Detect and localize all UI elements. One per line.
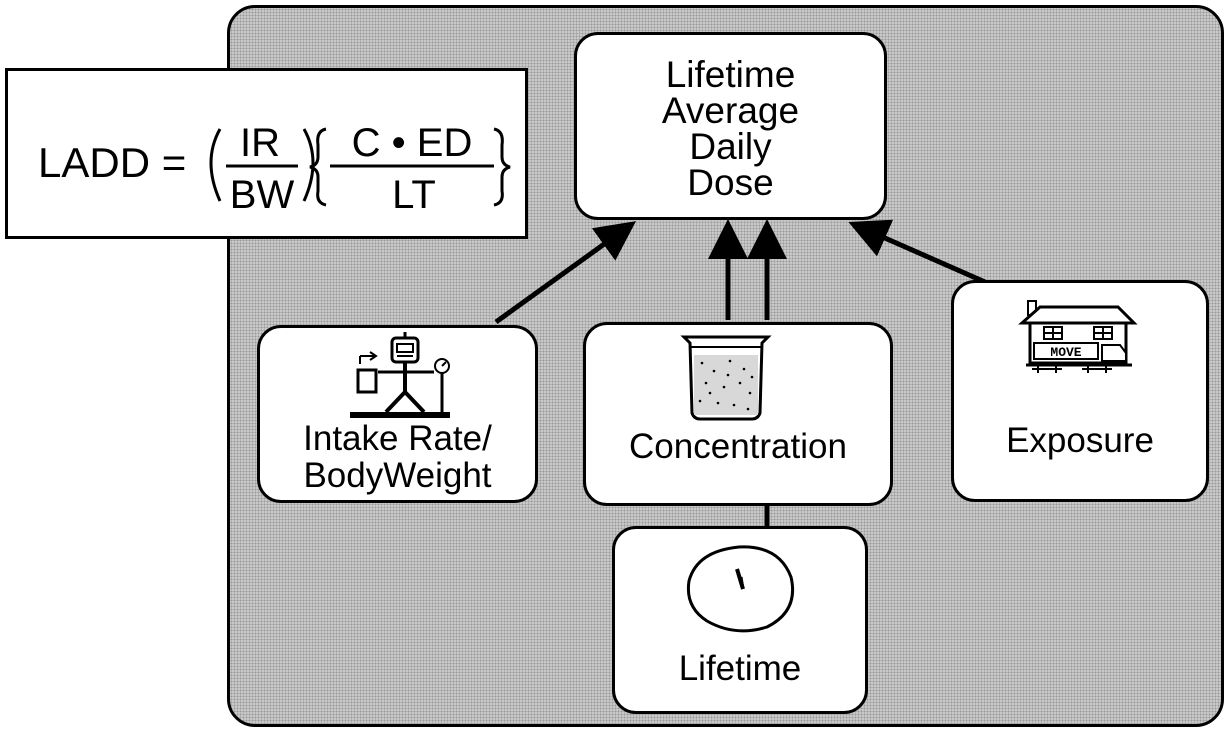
- formula: LADD = IR BW C • ED LT: [38, 121, 511, 217]
- node-label-exposure: Exposure: [1006, 421, 1154, 460]
- person-scale-icon: [350, 332, 450, 418]
- node-label-ladd: Lifetime Average Daily Dose: [661, 54, 800, 203]
- formula-frac2-num: C • ED: [352, 121, 473, 165]
- paren-left-1: [209, 128, 222, 202]
- formula-frac1-num: IR: [240, 121, 280, 165]
- formula-frac1-den: BW: [230, 173, 295, 217]
- clock-icon: [686, 545, 795, 633]
- formula-frac2-den: LT: [392, 173, 436, 217]
- move-sign-text: MOVE: [1050, 345, 1081, 360]
- node-intake-rate-bodyweight: Intake Rate/ BodyWeight: [257, 325, 538, 503]
- node-label-intake: Intake Rate/ BodyWeight: [303, 419, 492, 495]
- formula-lhs: LADD =: [38, 139, 186, 186]
- house-moving-icon: MOVE: [1018, 300, 1138, 373]
- node-lifetime: Lifetime: [612, 526, 868, 714]
- formula-box: LADD = IR BW C • ED LT: [5, 68, 528, 239]
- paren-right-1: [302, 128, 315, 202]
- arrow-exposure-to-ladd: [848, 219, 987, 285]
- brace-right-2: [493, 127, 511, 207]
- arrow-intake-to-ladd: [494, 221, 637, 325]
- node-label-lifetime: Lifetime: [678, 649, 802, 688]
- node-exposure: MOVE Exposure: [951, 280, 1209, 502]
- brace-left-2: [309, 127, 327, 207]
- beaker-icon: [680, 335, 772, 421]
- node-lifetime-average-daily-dose: Lifetime Average Daily Dose: [574, 32, 887, 220]
- node-concentration: Concentration: [583, 322, 893, 506]
- node-label-concentration: Concentration: [629, 427, 847, 466]
